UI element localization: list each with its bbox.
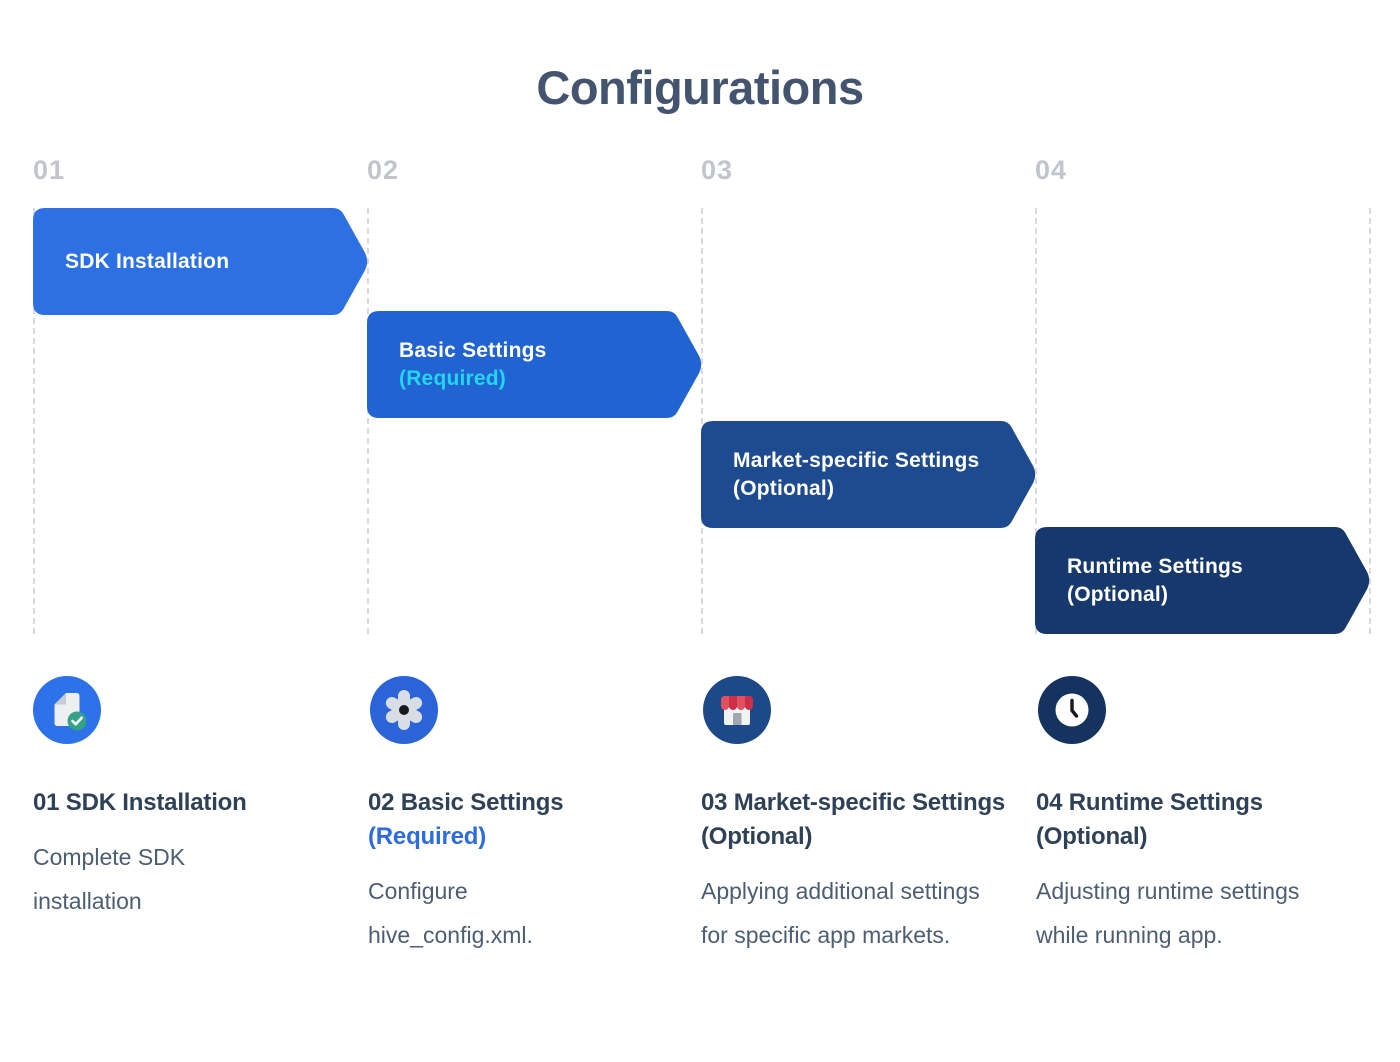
banner-sublabel: (Required) <box>399 366 506 390</box>
step-heading: 03 Market-specific Settings (Optional) <box>701 786 1013 854</box>
step-description: Configure hive_config.xml. <box>368 878 533 948</box>
banner-label: Basic Settings <box>399 338 547 362</box>
banner-arrow-shape <box>1035 527 1370 634</box>
step-column-runtime-settings: 04 Runtime Settings (Optional) Adjusting… <box>1036 786 1348 957</box>
step-heading: 02 Basic Settings (Required) <box>368 786 680 854</box>
step-heading-text: 01 SDK Installation <box>33 789 247 816</box>
step-heading: 01 SDK Installation <box>33 786 345 820</box>
banner-arrow-shape <box>701 421 1036 528</box>
step-heading-text: 04 Runtime Settings (Optional) <box>1036 789 1263 850</box>
clock-icon <box>1038 676 1106 744</box>
timeline-dashed-line <box>1369 208 1371 634</box>
step-banner-basic-settings: Basic Settings (Required) <box>367 311 703 418</box>
step-banner-runtime-settings: Runtime Settings (Optional) <box>1035 527 1371 634</box>
step-banner-sdk-installation: SDK Installation <box>33 208 369 315</box>
step-description: Complete SDK installation <box>33 844 186 914</box>
step-column-basic-settings: 02 Basic Settings (Required) Configure h… <box>368 786 680 957</box>
step-number-01: 01 <box>33 155 66 185</box>
step-heading: 04 Runtime Settings (Optional) <box>1036 786 1348 854</box>
step-description: Adjusting runtime settings while running… <box>1036 878 1300 948</box>
timeline-dashed-line <box>367 208 369 634</box>
step-number-03: 03 <box>701 155 734 185</box>
timeline-dashed-line <box>33 208 35 634</box>
timeline-dashed-line <box>701 208 703 634</box>
step-heading-text: 03 Market-specific Settings (Optional) <box>701 789 1006 850</box>
step-heading-highlight: (Required) <box>368 823 487 850</box>
step-column-market-specific-settings: 03 Market-specific Settings (Optional) A… <box>701 786 1013 957</box>
banner-label: Market-specific Settings <box>733 448 980 472</box>
banner-arrow-shape <box>367 311 702 418</box>
banner-label: SDK Installation <box>65 249 230 273</box>
banner-arrow-shape <box>33 208 368 315</box>
banner-label: Runtime Settings <box>1067 554 1243 578</box>
storefront-icon <box>703 676 771 744</box>
step-number-04: 04 <box>1035 155 1068 185</box>
step-banner-market-specific-settings: Market-specific Settings (Optional) <box>701 421 1037 528</box>
banner-sublabel: (Optional) <box>733 476 835 500</box>
step-column-sdk-installation: 01 SDK Installation Complete SDK install… <box>33 786 345 923</box>
step-description: Applying additional settings for specifi… <box>701 878 980 948</box>
gear-icon <box>370 676 438 744</box>
document-check-icon <box>33 676 101 744</box>
banner-sublabel: (Optional) <box>1067 582 1169 606</box>
timeline-dashed-line <box>1035 208 1037 634</box>
page-title: Configurations <box>536 61 864 114</box>
step-number-02: 02 <box>367 155 400 185</box>
step-heading-text: 02 Basic Settings <box>368 789 564 816</box>
